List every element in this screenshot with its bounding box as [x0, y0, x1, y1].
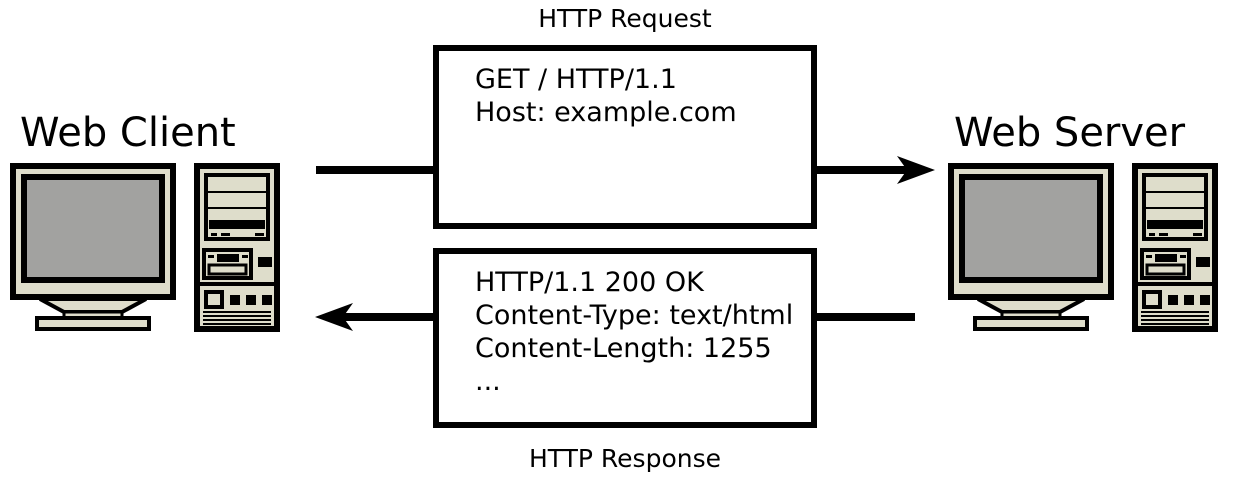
- response-line: ...: [475, 366, 501, 397]
- http-request-box: GET / HTTP/1.1 Host: example.com: [433, 45, 817, 229]
- response-arrow-line: [815, 313, 915, 321]
- response-line: Content-Type: text/html: [475, 300, 794, 331]
- http-response-label: HTTP Response: [529, 444, 721, 473]
- web-server-computer-icon: [948, 162, 1220, 334]
- request-arrow: [815, 156, 935, 184]
- http-request-label: HTTP Request: [538, 4, 712, 33]
- web-server-label: Web Server: [954, 110, 1186, 156]
- request-line: Host: example.com: [475, 97, 737, 128]
- web-client-computer-icon: [10, 162, 282, 334]
- http-response-box: HTTP/1.1 200 OK Content-Type: text/html …: [433, 248, 817, 428]
- response-line: Content-Length: 1255: [475, 333, 772, 364]
- request-line: GET / HTTP/1.1: [475, 64, 677, 95]
- request-arrow-line: [316, 166, 436, 174]
- response-arrow: [315, 303, 435, 331]
- web-client-label: Web Client: [20, 110, 236, 156]
- response-line: HTTP/1.1 200 OK: [475, 267, 704, 298]
